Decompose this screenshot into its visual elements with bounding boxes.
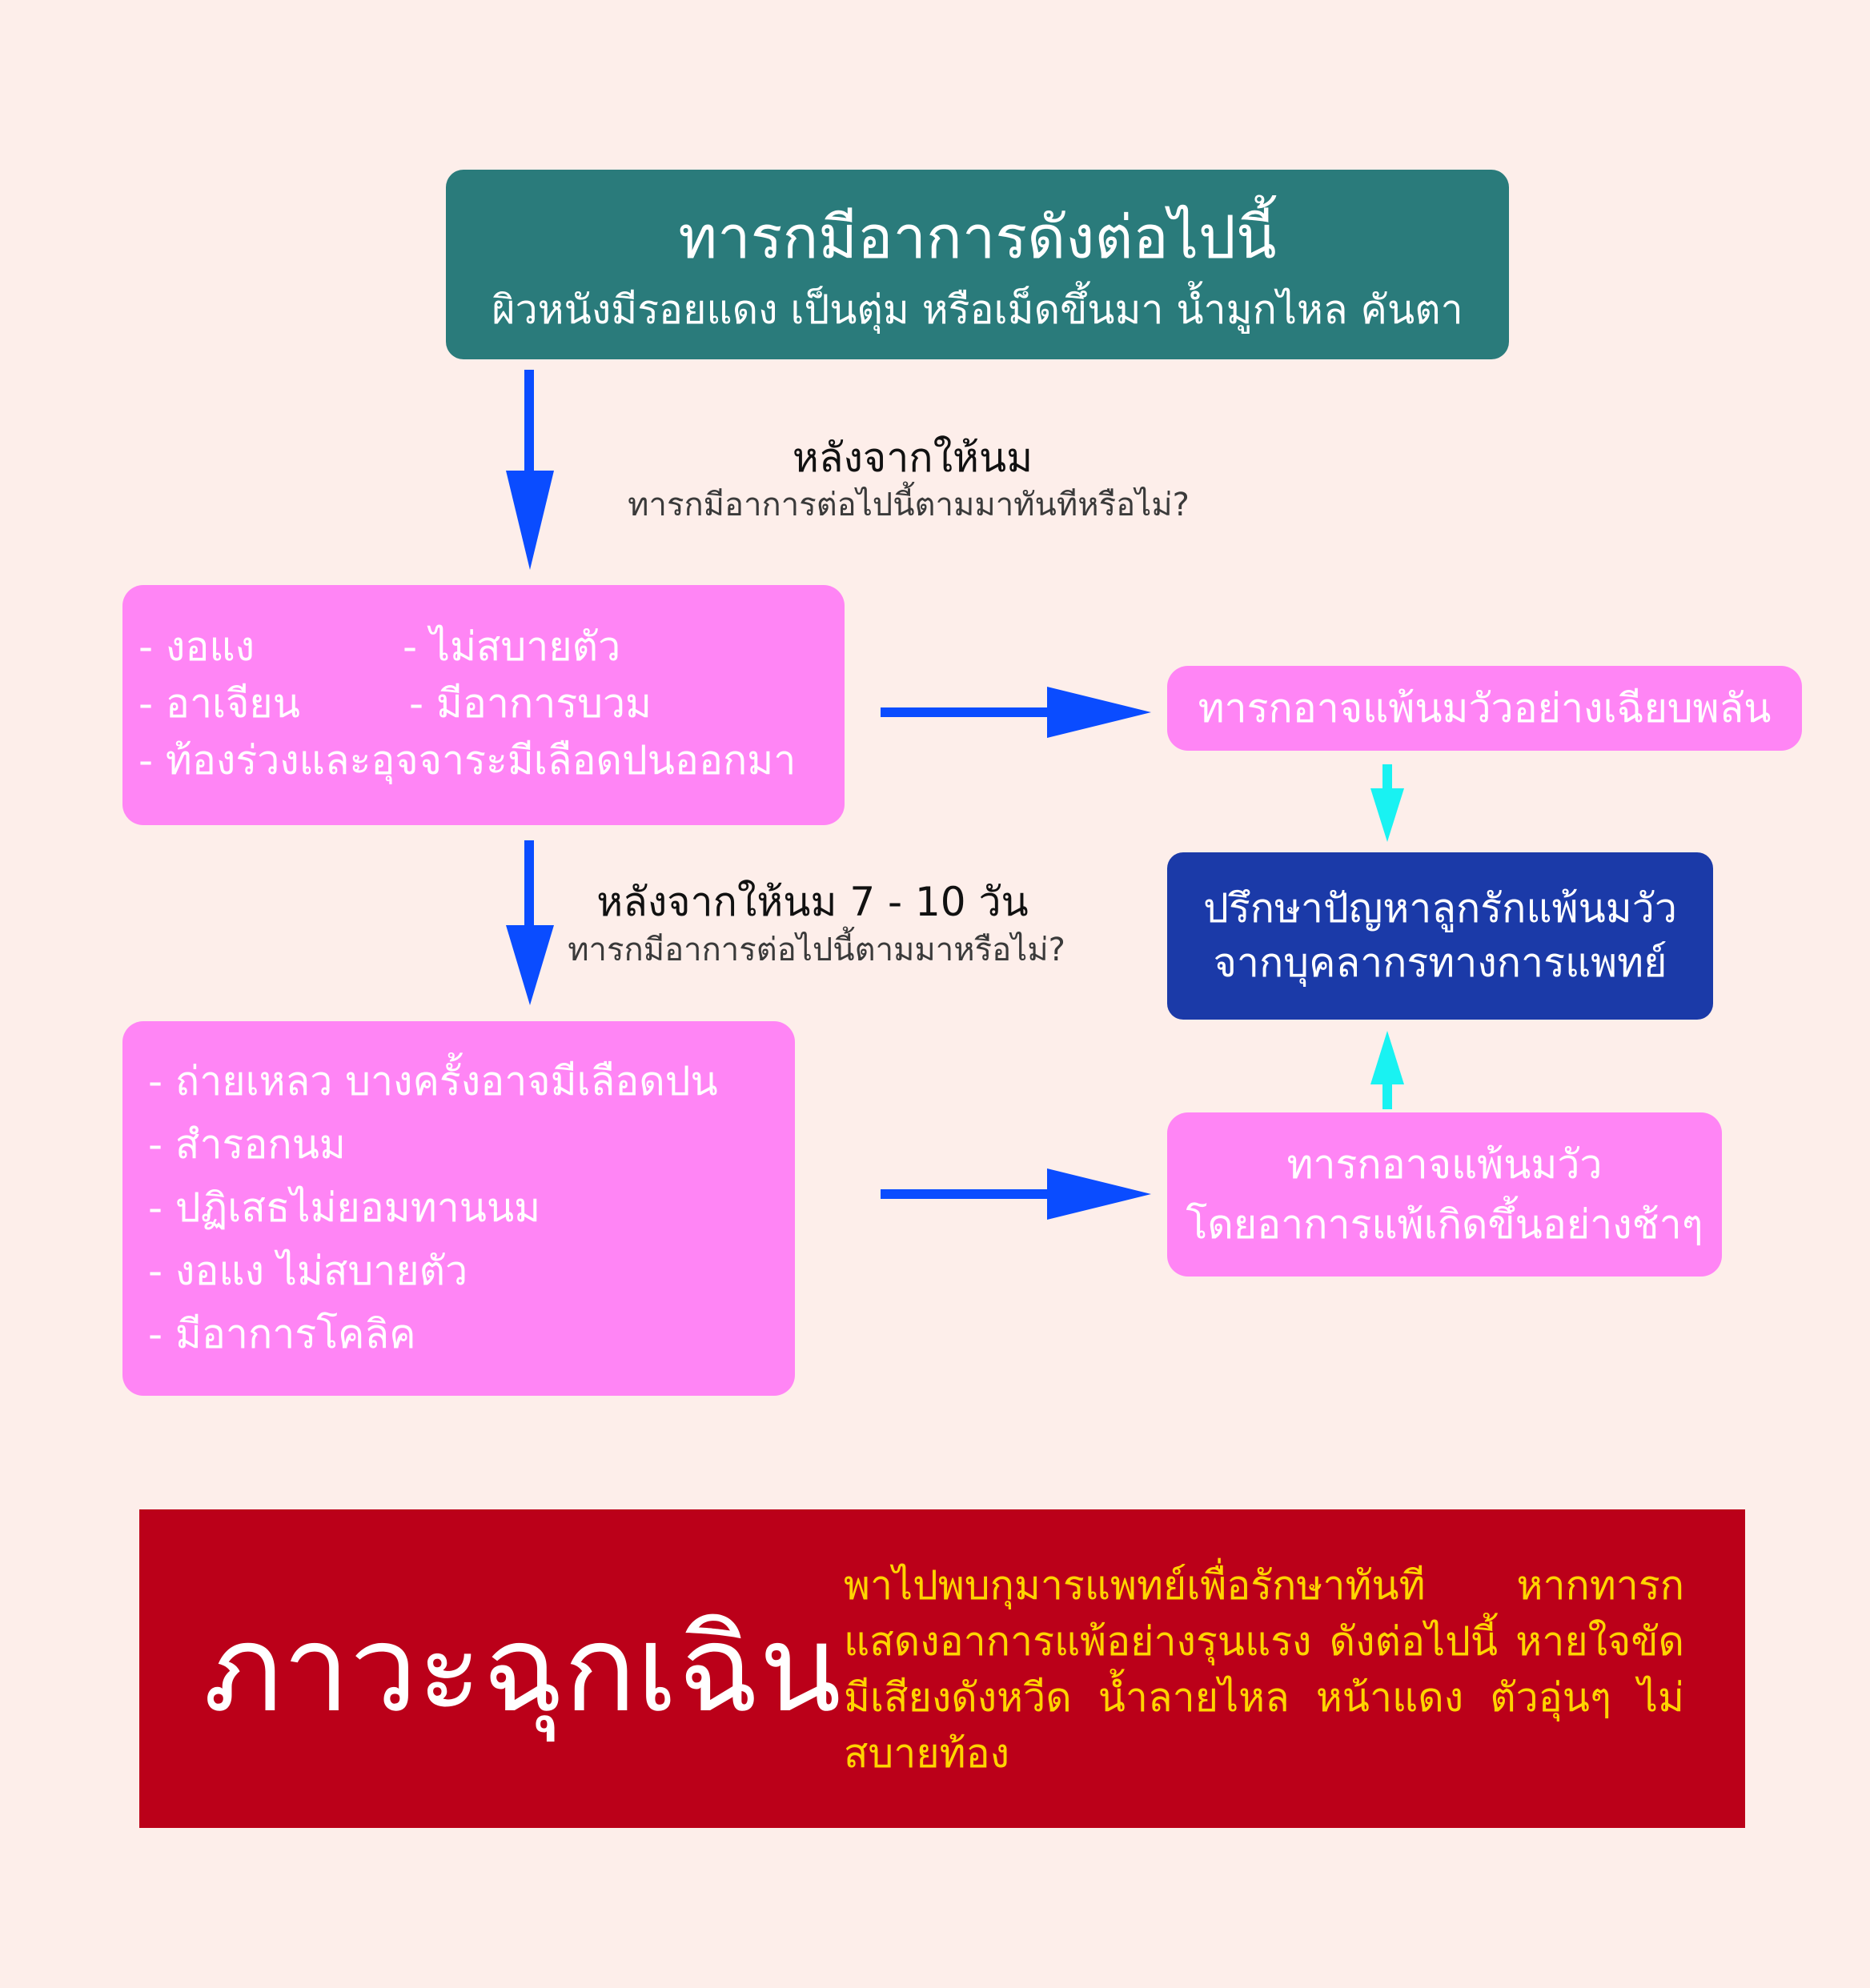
consult-line-2: จากบุคลากรทางการแพทย์	[1213, 940, 1667, 986]
delayed-outcome-box: ทารกอาจแพ้นมวัว โดยอาการแพ้เกิดขึ้นอย่าง…	[1167, 1112, 1722, 1277]
symptom-item: - ปฏิเสธไม่ยอมทานนม	[148, 1184, 541, 1231]
delayed-symptoms-box: - ถ่ายเหลว บางครั้งอาจมีเลือดปน - สำรอกน…	[122, 1021, 795, 1396]
immediate-symptoms-box: - งอแง - ไม่สบายตัว - อาเจียน - มีอาการบ…	[122, 585, 845, 825]
header-subtitle: ผิวหนังมีรอยแดง เป็นตุ่ม หรือเม็ดขึ้นมา …	[492, 287, 1463, 333]
symptom-item: - งอแง ไม่สบายตัว	[148, 1248, 468, 1294]
arrow-down-1	[506, 370, 554, 570]
delayed-outcome-line-1: ทารกอาจแพ้นมวัว	[1286, 1141, 1603, 1188]
arrow-cyan-down	[1370, 764, 1404, 842]
step2-title: หลังจากให้นม 7 - 10 วัน	[596, 879, 1029, 925]
arrow-down-2	[506, 840, 554, 1005]
header-title: ทารกมีอาการดังต่อไปนี้	[678, 203, 1277, 272]
arrow-right-2	[881, 1168, 1151, 1220]
emergency-text: พาไปพบกุมารแพทย์เพื่อรักษาทันที หากทารกแ…	[844, 1562, 1684, 1777]
symptom-item: - ถ่ายเหลว บางครั้งอาจมีเลือดปน	[148, 1058, 718, 1104]
step1-title: หลังจากให้นม	[792, 435, 1033, 481]
step2-question: ทารกมีอาการต่อไปนี้ตามมาหรือไม่?	[568, 932, 1065, 968]
symptom-item: - อาเจียน	[138, 680, 300, 727]
consult-box: ปรึกษาปัญหาลูกรักแพ้นมวัว จากบุคลากรทางก…	[1167, 852, 1713, 1020]
symptom-item: - งอแง	[138, 623, 255, 670]
immediate-outcome-box: ทารกอาจแพ้นมวัวอย่างเฉียบพลัน	[1167, 666, 1802, 751]
symptom-item: - สำรอกนม	[148, 1121, 346, 1168]
symptom-header-box: ทารกมีอาการดังต่อไปนี้ ผิวหนังมีรอยแดง เ…	[446, 170, 1509, 359]
symptom-item: - ไม่สบายตัว	[403, 623, 621, 670]
emergency-title: ภาวะฉุกเฉิน	[203, 1600, 841, 1739]
consult-line-1: ปรึกษาปัญหาลูกรักแพ้นมวัว	[1203, 885, 1677, 932]
symptom-item: - มีอาการบวม	[409, 680, 652, 727]
delayed-outcome-line-2: โดยอาการแพ้เกิดขึ้นอย่างช้าๆ	[1186, 1201, 1703, 1248]
emergency-banner: ภาวะฉุกเฉิน พาไปพบกุมารแพทย์เพื่อรักษาทั…	[139, 1509, 1745, 1828]
immediate-outcome-text: ทารกอาจแพ้นมวัวอย่างเฉียบพลัน	[1198, 685, 1772, 731]
symptom-item: - ท้องร่วงและอุจจาระมีเลือดปนออกมา	[138, 737, 797, 784]
symptom-item: - มีอาการโคลิค	[148, 1311, 416, 1357]
arrow-cyan-up	[1370, 1031, 1404, 1109]
step1-question: ทารกมีอาการต่อไปนี้ตามมาทันทีหรือไม่?	[628, 487, 1190, 523]
arrow-right-1	[881, 687, 1151, 738]
